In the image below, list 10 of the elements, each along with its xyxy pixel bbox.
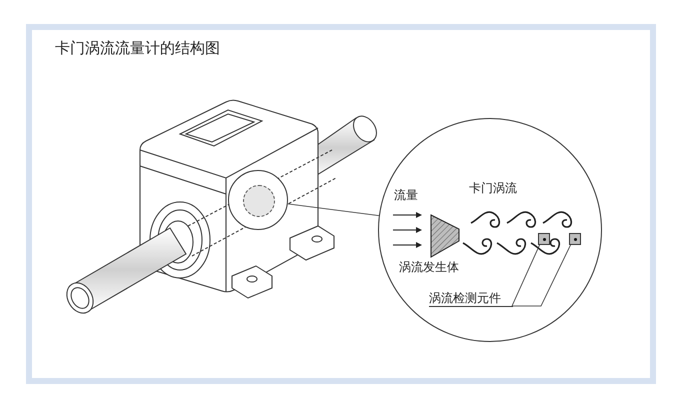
sensor-element [538, 233, 550, 245]
sensor-element [569, 233, 581, 245]
part-label: 涡流发生体 [399, 259, 459, 275]
leader-text: 涡流检测元件 [429, 290, 513, 307]
part-label: 流量 [394, 187, 418, 203]
leader-line [512, 244, 540, 306]
diagram-title: 卡门涡流流量计的结构图 [55, 38, 220, 58]
connector-line [287, 203, 380, 216]
part-label: 卡门涡流 [469, 180, 517, 196]
leader-line [512, 244, 572, 306]
